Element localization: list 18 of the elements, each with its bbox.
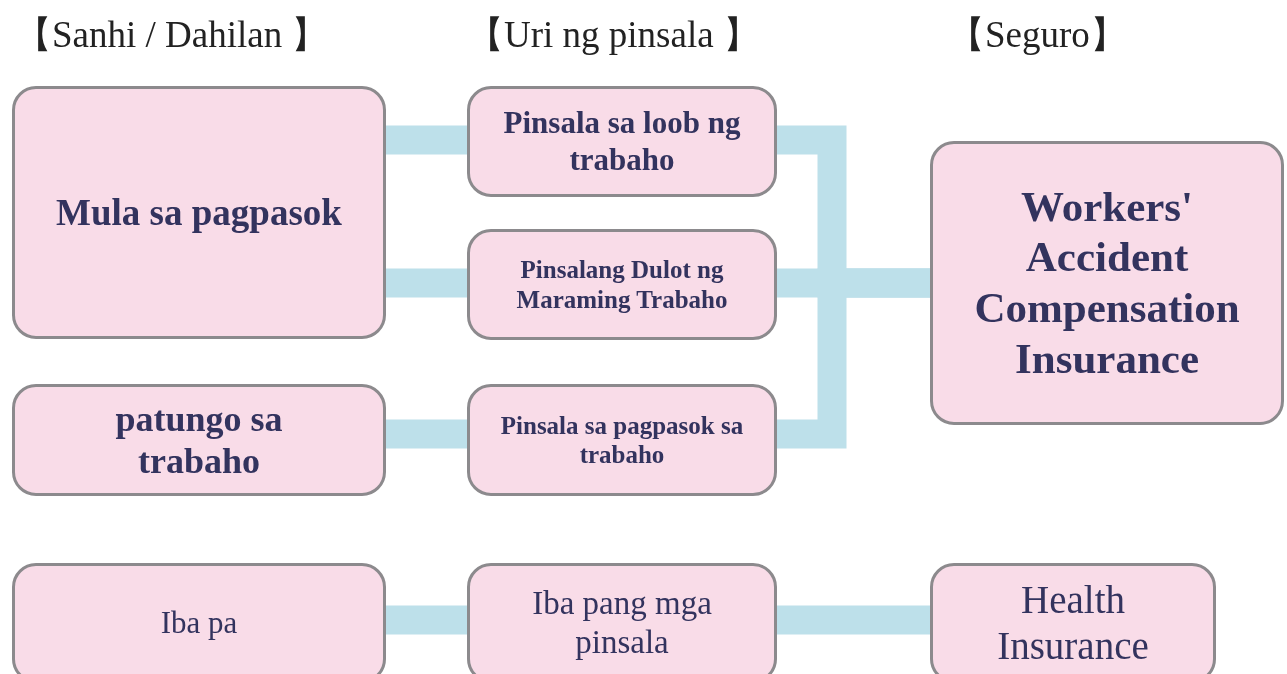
connector-line [386, 125, 467, 155]
connector-line [386, 605, 467, 635]
connector-line [777, 268, 930, 449]
process-box: Mula sa pagpasok [12, 86, 386, 339]
process-box: patungo sa trabaho [12, 384, 386, 496]
column-heading: 【Uri ng pinsala 】 [467, 13, 760, 57]
process-box: Iba pang mga pinsala [467, 563, 777, 674]
column-heading: 【Sanhi / Dahilan 】 [15, 13, 329, 57]
process-box: Health Insurance [930, 563, 1216, 674]
process-box: Pinsalang Dulot ng Maraming Trabaho [467, 229, 777, 340]
connector-line [386, 419, 467, 449]
column-heading: 【Seguro】 [948, 13, 1127, 57]
process-box: Workers' Accident Compensation Insurance [930, 141, 1284, 425]
process-box: Pinsala sa pagpasok sa trabaho [467, 384, 777, 496]
process-box: Iba pa [12, 563, 386, 674]
connector-line [777, 605, 930, 635]
process-box: Pinsala sa loob ng trabaho [467, 86, 777, 197]
connector-line [386, 268, 467, 298]
